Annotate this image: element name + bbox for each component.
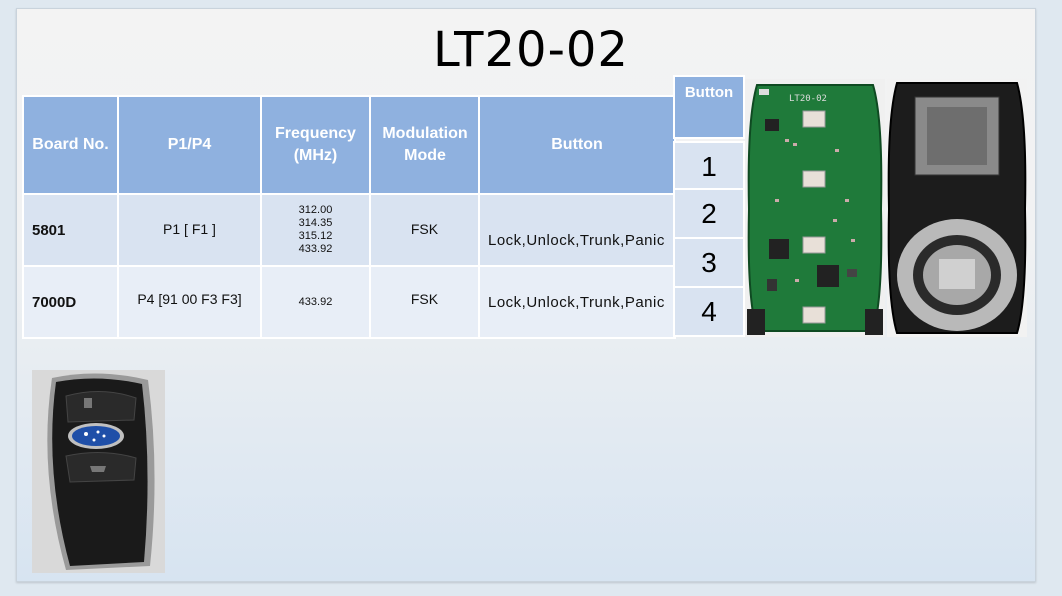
page-title: LT20-02 xyxy=(433,22,629,78)
header-frequency-text: Frequency (MHz) xyxy=(275,125,356,164)
frequency-value: 433.92 xyxy=(298,295,333,308)
header-p1-p4: P1/P4 xyxy=(117,95,262,195)
spec-table: Board No. P1/P4 Frequency (MHz) Modulati… xyxy=(22,95,676,339)
frequency-value: 314.35 xyxy=(298,217,333,229)
pcb-front-photo: LT20-02 xyxy=(745,79,885,337)
button-legend: Button 1 2 3 4 xyxy=(673,75,745,337)
frequency-cell: 312.00 314.35 315.12 433.92 xyxy=(260,193,371,267)
pcb-label: LT20-02 xyxy=(789,94,827,104)
board-no-cell: 7000D xyxy=(22,265,119,339)
housing-illustration xyxy=(887,82,1027,334)
trunk-icon xyxy=(90,466,106,472)
frequency-value: 315.12 xyxy=(298,230,333,242)
buttons-cell: Lock,Unlock,Trunk,Panic xyxy=(478,265,676,339)
button-number-1: 1 xyxy=(673,141,745,190)
header-button: Button xyxy=(478,95,676,195)
button-legend-header: Button xyxy=(673,75,745,139)
frequency-value: 433.92 xyxy=(298,243,333,255)
modulation-cell: FSK xyxy=(369,193,480,267)
table-row: 5801 P1 [ F1 ] 312.00 314.35 315.12 433.… xyxy=(22,193,676,267)
header-modulation-text: Modulation Mode xyxy=(382,125,468,164)
button-number-3: 3 xyxy=(673,239,745,288)
header-modulation: Modulation Mode xyxy=(369,95,480,195)
table-row: 7000D P4 [91 00 F3 F3] 433.92 FSK Lock,U… xyxy=(22,265,676,339)
key-fob-illustration xyxy=(47,373,155,570)
frequency-cell: 433.92 xyxy=(260,265,371,339)
button-number-4: 4 xyxy=(673,288,745,337)
lock-icon xyxy=(84,398,92,408)
button-number-2: 2 xyxy=(673,190,745,239)
housing-back-photo xyxy=(887,79,1027,337)
p-cell: P1 [ F1 ] xyxy=(117,193,262,267)
table-header-row: Board No. P1/P4 Frequency (MHz) Modulati… xyxy=(22,95,676,195)
board-no-cell: 5801 xyxy=(22,193,119,267)
pcb-illustration: LT20-02 xyxy=(747,84,883,335)
key-fob-photo xyxy=(32,370,165,573)
subaru-logo xyxy=(72,426,120,446)
header-board-no: Board No. xyxy=(22,95,119,195)
header-frequency: Frequency (MHz) xyxy=(260,95,371,195)
modulation-cell: FSK xyxy=(369,265,480,339)
buttons-cell: Lock,Unlock,Trunk,Panic xyxy=(478,193,676,267)
frequency-value: 312.00 xyxy=(298,204,333,216)
p-cell: P4 [91 00 F3 F3] xyxy=(117,265,262,339)
